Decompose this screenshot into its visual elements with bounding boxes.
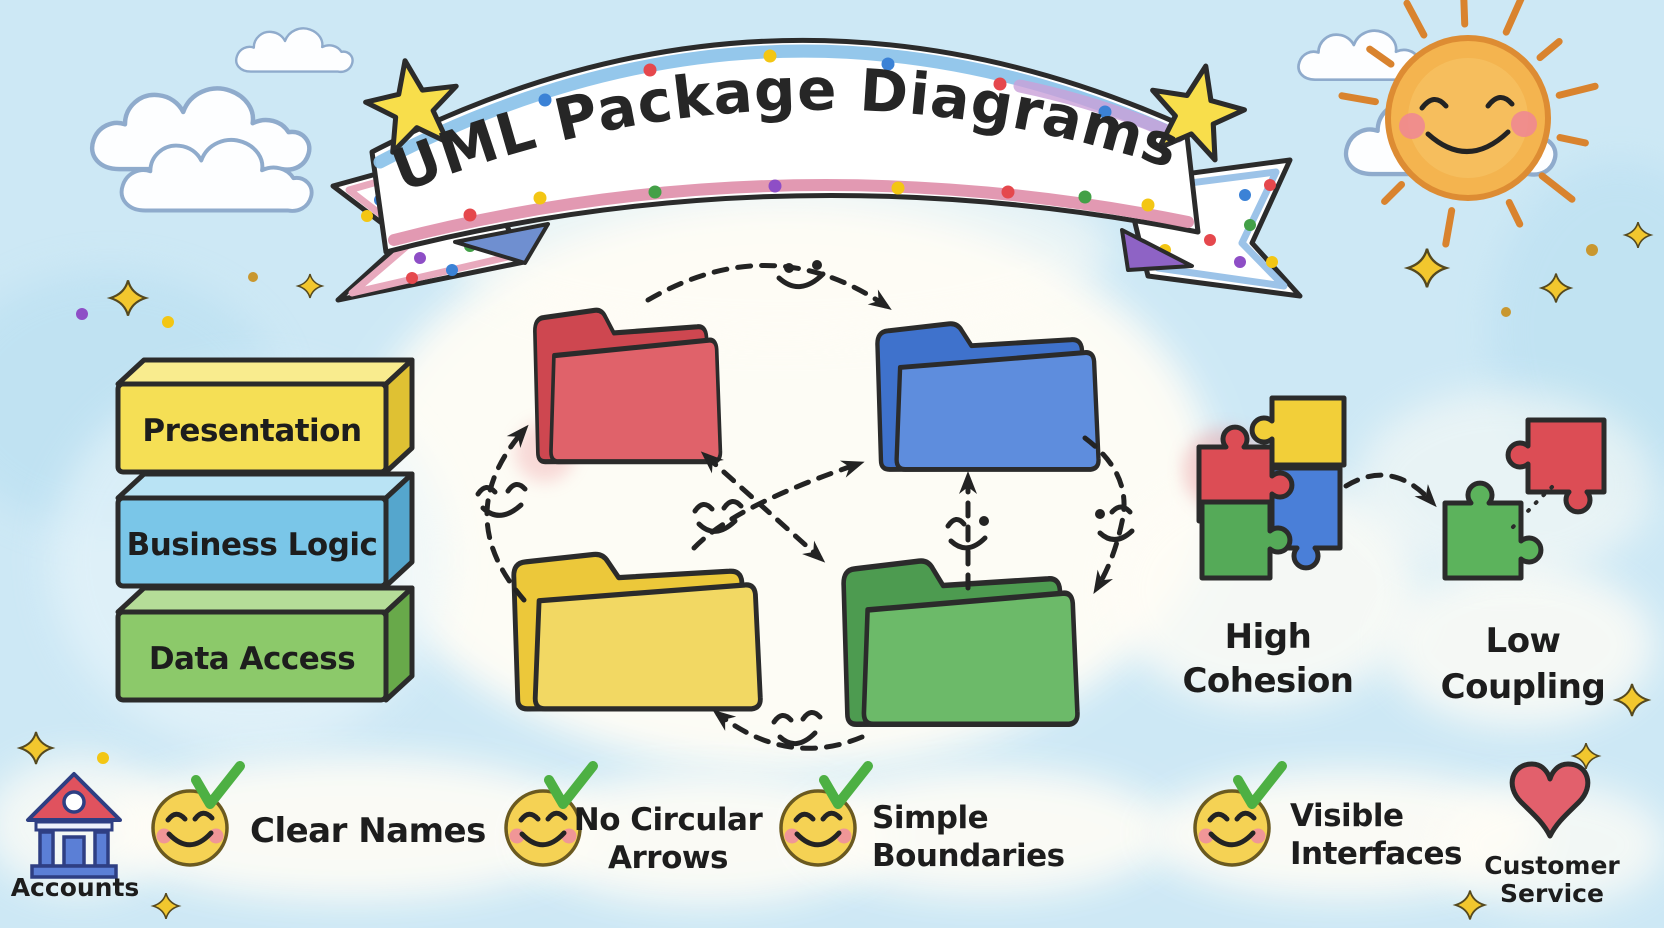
smiley-face-icon <box>151 789 229 867</box>
dependency-arrow-red-to-blue <box>645 262 892 310</box>
smiley-face-icon <box>475 482 528 518</box>
dependency-arrow-red-green <box>700 451 826 563</box>
banner-band-dots <box>463 49 1155 222</box>
dependency-arrow-yellow-to-red <box>484 424 529 603</box>
check-icon <box>819 761 873 809</box>
puzzle-piece-red-icon <box>1196 424 1295 524</box>
check-icon <box>1233 761 1287 809</box>
dependency-arrow-cohesion-to-coupling <box>1343 472 1437 508</box>
checklist-label: Boundaries <box>872 838 1065 874</box>
smiley-face-icon <box>771 710 823 746</box>
svg-text:Coupling: Coupling <box>1441 667 1606 707</box>
checklist-label: No Circular <box>574 802 764 838</box>
smiley-face-icon <box>945 516 989 551</box>
puzzle-cluster-high-cohesion <box>1196 395 1347 581</box>
smiley-face-icon <box>1095 504 1135 542</box>
checklist-label: Clear Names <box>250 811 486 851</box>
checklist-item-visible-interfaces <box>1193 761 1287 867</box>
heart-icon <box>1509 761 1591 839</box>
layer-label: Business Logic <box>127 527 378 563</box>
smiley-face-icon <box>1193 789 1271 867</box>
customer-service-label: Service <box>1500 879 1604 908</box>
accounts-label: Accounts <box>11 873 140 902</box>
check-icon <box>191 761 245 809</box>
svg-text:Cohesion: Cohesion <box>1182 661 1353 701</box>
layer-box-business-logic: Business Logic <box>115 471 415 589</box>
dependency-arrow-green-to-yellow <box>712 709 865 751</box>
smiley-face-icon <box>692 499 744 534</box>
layer-label: Data Access <box>149 641 355 677</box>
check-icon <box>544 761 598 809</box>
layer-box-data-access: Data Access <box>115 585 415 703</box>
label-low-coupling: Low Coupling <box>1441 621 1606 707</box>
cohesion-coupling: High Cohesion Low Coupling <box>1182 395 1607 707</box>
puzzle-piece-green-icon <box>1442 480 1544 581</box>
dependency-arrows <box>475 260 1135 751</box>
checklist-label: Interfaces <box>1290 836 1462 872</box>
checklist-label: Simple <box>872 800 988 836</box>
puzzle-piece-red-icon <box>1505 417 1607 515</box>
customer-service-label: Customer <box>1484 851 1620 880</box>
sparkles <box>19 221 1652 921</box>
layer-label: Presentation <box>142 413 361 449</box>
layer-box-presentation: Presentation <box>115 357 415 475</box>
bank-icon <box>26 772 122 879</box>
package-folder-blue <box>877 324 1098 470</box>
checklist-item-simple-boundaries <box>779 761 873 867</box>
bottom-row: Accounts Clear Names No Circular Arrows <box>11 761 1620 908</box>
smiley-face-icon <box>776 260 826 289</box>
label-high-cohesion: High Cohesion <box>1182 617 1354 701</box>
package-folder-green <box>844 561 1078 724</box>
checklist-label: Visible <box>1290 798 1404 834</box>
puzzle-piece-green-icon <box>1199 499 1293 581</box>
dependency-arrow-yellow-to-blue <box>691 460 865 551</box>
svg-text:Low: Low <box>1486 621 1561 661</box>
puzzle-piece-yellow-icon <box>1249 395 1347 468</box>
sun-icon <box>1338 0 1599 248</box>
puzzle-low-coupling <box>1442 417 1607 581</box>
smiley-face-icon <box>779 789 857 867</box>
banner-fold-right <box>1120 228 1194 272</box>
checklist-label: Arrows <box>608 840 728 876</box>
dependency-arrow-blue-to-green <box>1082 435 1127 594</box>
package-folder-yellow <box>514 554 761 708</box>
svg-text:High: High <box>1225 617 1312 657</box>
smiley-face-icon <box>504 789 582 867</box>
banner-fold-left <box>453 222 550 265</box>
checklist-item-no-circular-arrows <box>504 761 598 867</box>
checklist-item-clear-names <box>151 761 245 867</box>
package-folder-red <box>535 310 721 462</box>
layer-stack: Presentation Business Logic Data Access <box>115 357 415 703</box>
